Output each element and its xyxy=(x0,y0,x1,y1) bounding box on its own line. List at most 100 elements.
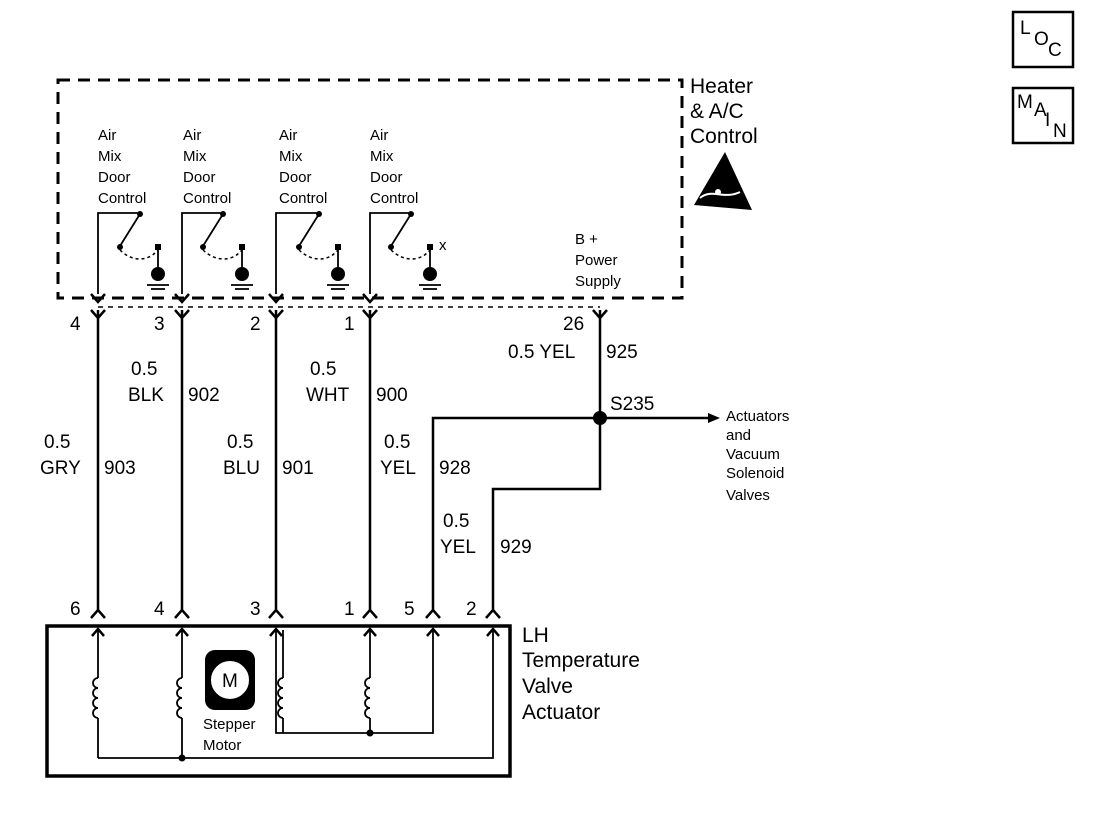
stepper-motor-label: Stepper Motor xyxy=(203,716,256,754)
svg-text:Mix: Mix xyxy=(279,148,303,165)
svg-text:Vacuum: Vacuum xyxy=(726,446,780,463)
door-control-label-1: Air Mix Door Control xyxy=(98,127,146,207)
wire-label-wht: 0.5 WHT 900 xyxy=(306,359,408,406)
svg-text:Control: Control xyxy=(690,125,758,148)
svg-text:0.5: 0.5 xyxy=(443,511,469,532)
svg-text:WHT: WHT xyxy=(306,385,350,406)
svg-text:0.5: 0.5 xyxy=(131,359,157,380)
bottom-pin-4: 4 xyxy=(154,599,165,620)
svg-text:Valve: Valve xyxy=(522,675,573,698)
svg-text:Mix: Mix xyxy=(183,148,207,165)
svg-text:Solenoid: Solenoid xyxy=(726,465,784,482)
splice-label: S235 xyxy=(610,394,654,415)
top-pin-26: 26 xyxy=(563,314,584,335)
door-switch-4: x xyxy=(369,211,447,294)
svg-text:902: 902 xyxy=(188,385,220,406)
svg-text:Control: Control xyxy=(98,190,146,207)
svg-text:0.5: 0.5 xyxy=(310,359,336,380)
svg-text:Valves: Valves xyxy=(726,487,770,504)
door-switch-3 xyxy=(275,211,349,294)
svg-text:B +: B + xyxy=(575,231,598,248)
wire-label-yel-925: 0.5 YEL 925 xyxy=(508,342,638,363)
wire-label-blu: 0.5 BLU 901 xyxy=(223,432,314,479)
svg-text:Temperature: Temperature xyxy=(522,649,640,672)
bottom-pin-5: 5 xyxy=(404,599,415,620)
bottom-pin-1: 1 xyxy=(344,599,355,620)
main-nav-button[interactable]: M A I N xyxy=(1011,86,1075,145)
svg-text:Door: Door xyxy=(279,169,312,186)
wire-label-yel-928: 0.5 YEL 928 xyxy=(380,432,471,479)
bottom-pin-3: 3 xyxy=(250,599,261,620)
motor-letter: M xyxy=(222,671,238,692)
svg-text:Mix: Mix xyxy=(370,148,394,165)
door-control-label-3: Air Mix Door Control xyxy=(279,127,327,207)
svg-text:903: 903 xyxy=(104,458,136,479)
svg-text:925: 925 xyxy=(606,342,638,363)
svg-text:Power: Power xyxy=(575,252,618,269)
svg-text:& A/C: & A/C xyxy=(690,100,744,123)
svg-text:Control: Control xyxy=(183,190,231,207)
wire-yel-928 xyxy=(431,416,600,612)
top-pin-4: 4 xyxy=(70,314,81,335)
loc-letter-c: C xyxy=(1048,40,1062,61)
main-letter-i: I xyxy=(1045,110,1050,131)
svg-text:Door: Door xyxy=(370,169,403,186)
svg-text:0.5 YEL: 0.5 YEL xyxy=(508,342,575,363)
svg-text:YEL: YEL xyxy=(440,537,476,558)
door-switch-2 xyxy=(181,211,253,294)
door-control-label-2: Air Mix Door Control xyxy=(183,127,231,207)
svg-text:Control: Control xyxy=(279,190,327,207)
top-pin-1: 1 xyxy=(344,314,355,335)
heater-ac-control-box xyxy=(56,78,684,300)
module-title: Heater & A/C Control xyxy=(690,75,758,148)
wire-label-yel-929: 0.5 YEL 929 xyxy=(440,511,532,558)
svg-text:Door: Door xyxy=(183,169,216,186)
svg-text:Heater: Heater xyxy=(690,75,753,98)
svg-text:0.5: 0.5 xyxy=(44,432,70,453)
main-letter-a: A xyxy=(1034,100,1047,121)
actuator-box xyxy=(45,624,512,778)
svg-text:YEL: YEL xyxy=(380,458,416,479)
destination-label: Actuators and Vacuum Solenoid Valves xyxy=(726,408,789,504)
switch-x-mark: x xyxy=(439,237,447,254)
bottom-connector-arrows xyxy=(90,608,501,619)
splice-s235 xyxy=(593,411,607,425)
svg-text:Control: Control xyxy=(370,190,418,207)
internal-junction-2 xyxy=(366,729,374,737)
svg-text:Air: Air xyxy=(98,127,116,144)
svg-text:Air: Air xyxy=(183,127,201,144)
internal-common-mid xyxy=(275,630,434,734)
svg-text:BLU: BLU xyxy=(223,458,260,479)
svg-text:Stepper: Stepper xyxy=(203,716,256,733)
top-pin-2: 2 xyxy=(250,314,261,335)
bottom-pin-6: 6 xyxy=(70,599,81,620)
door-control-label-4: Air Mix Door Control xyxy=(370,127,418,207)
power-supply-label: B + Power Supply xyxy=(575,231,621,290)
coil-1-icon xyxy=(92,630,99,758)
svg-text:900: 900 xyxy=(376,385,408,406)
stepper-motor-icon: M xyxy=(205,650,255,710)
svg-text:928: 928 xyxy=(439,458,471,479)
svg-text:Actuator: Actuator xyxy=(522,701,600,724)
svg-text:0.5: 0.5 xyxy=(384,432,410,453)
bottom-pin-2: 2 xyxy=(466,599,477,620)
main-letter-m: M xyxy=(1017,92,1033,113)
actuator-title: LH Temperature Valve Actuator xyxy=(522,624,640,724)
coil-2-icon xyxy=(176,630,183,758)
svg-text:LH: LH xyxy=(522,624,549,647)
svg-text:901: 901 xyxy=(282,458,314,479)
svg-text:929: 929 xyxy=(500,537,532,558)
top-pin-3: 3 xyxy=(154,314,165,335)
internal-junction-1 xyxy=(178,754,186,762)
esd-warning-icon xyxy=(694,152,752,210)
loc-nav-button[interactable]: L O C xyxy=(1011,10,1075,69)
coil-3-icon xyxy=(277,630,284,733)
svg-text:Air: Air xyxy=(370,127,388,144)
svg-text:Motor: Motor xyxy=(203,737,241,754)
door-switch-1 xyxy=(97,211,169,294)
svg-text:GRY: GRY xyxy=(40,458,81,479)
svg-text:BLK: BLK xyxy=(128,385,164,406)
actuator-internal-arrows xyxy=(91,627,500,637)
wire-label-blk: 0.5 BLK 902 xyxy=(128,359,220,406)
